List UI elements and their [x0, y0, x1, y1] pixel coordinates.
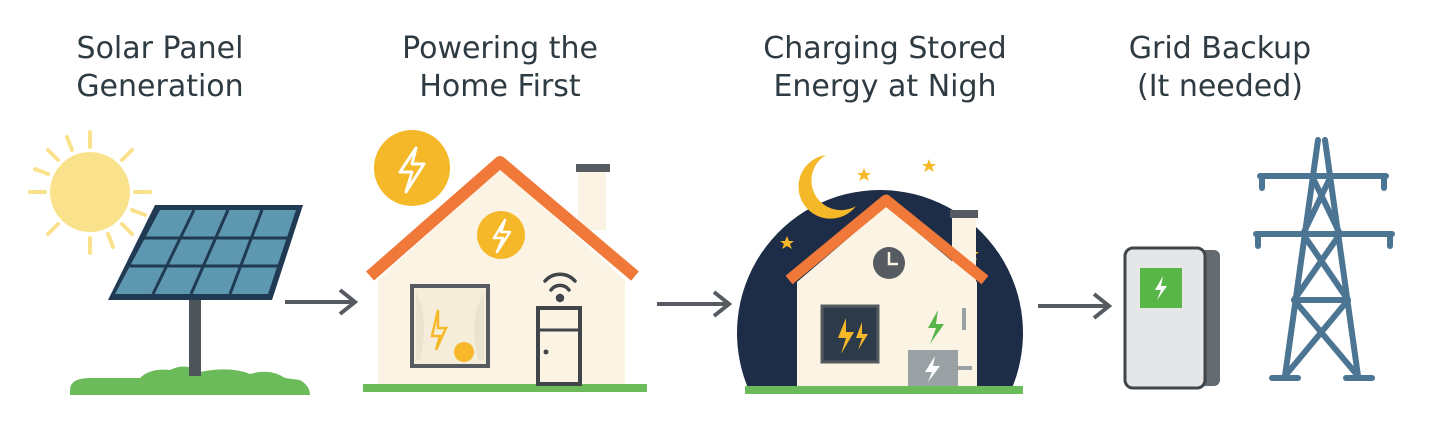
grass-solar [70, 366, 310, 395]
arrow-right-icon [285, 288, 359, 316]
lightning-icon [477, 211, 525, 259]
wifi-icon [543, 272, 577, 303]
step-title-charging-stored: Charging Stored Energy at Nigh [763, 31, 1007, 104]
sun-badge-icon [374, 130, 450, 206]
battery-icon [908, 350, 972, 386]
step-title-solar-generation: Solar Panel Generation [76, 31, 244, 104]
night-house-icon [785, 194, 989, 386]
house-icon [363, 156, 647, 392]
step-title-grid-backup: Grid Backup (It needed) [1128, 31, 1312, 104]
solar-panel-icon [108, 205, 303, 376]
pylon-icon [1253, 137, 1395, 381]
step-title-powering-home: Powering the Home First [402, 31, 598, 104]
door [536, 306, 582, 386]
arrow-right-icon [657, 290, 733, 318]
moon-icon [798, 155, 856, 219]
sun-icon [28, 130, 152, 255]
window [410, 284, 490, 368]
battery-unit-icon [1123, 246, 1220, 390]
clock-icon [873, 247, 905, 279]
arrow-right-icon [1038, 292, 1113, 320]
night-scene [736, 155, 1023, 394]
